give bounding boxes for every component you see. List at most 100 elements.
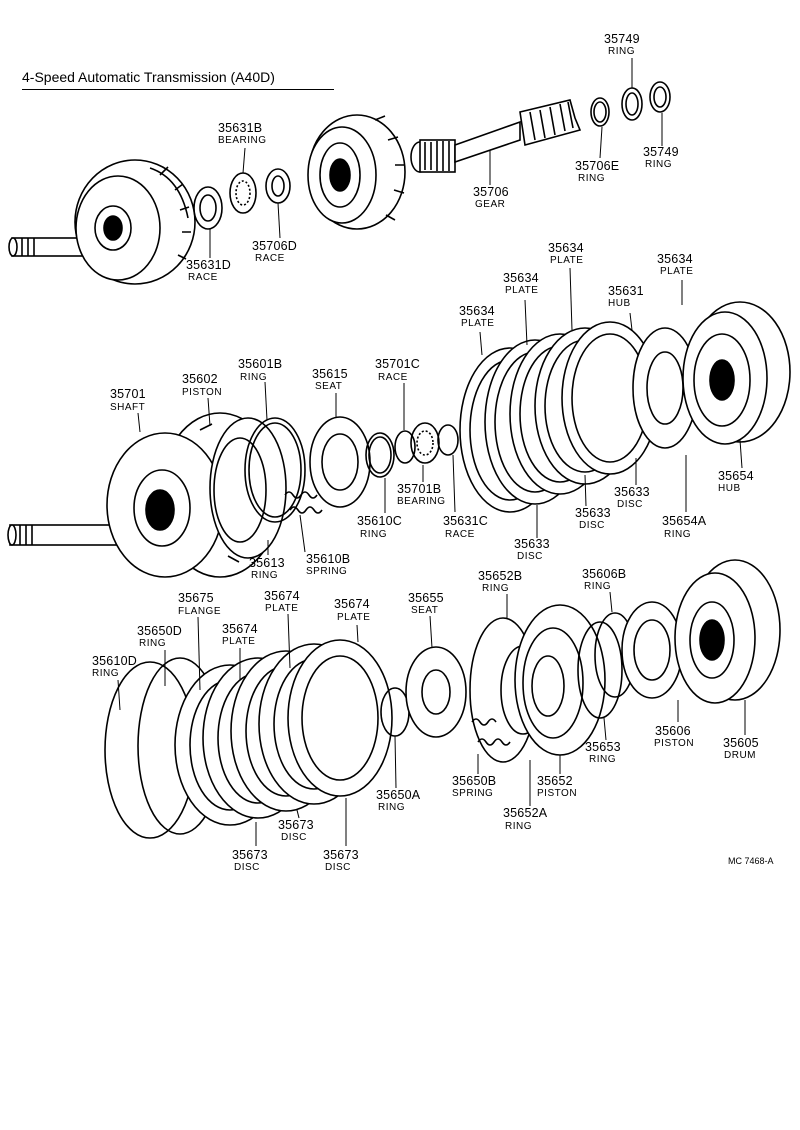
part-number: 35610B [306, 552, 351, 566]
part-number: 35634 [657, 252, 693, 266]
part-number: 35633 [514, 537, 550, 551]
illustration-code: MC 7468-A [728, 856, 774, 866]
part-name: PISTON [537, 788, 578, 799]
part-number: 35652A [503, 806, 548, 820]
part-number: 35634 [503, 271, 539, 285]
part-name: DISC [234, 862, 260, 873]
part-number: 35610C [357, 514, 402, 528]
part-number: 35613 [249, 556, 285, 570]
part-name: SPRING [452, 788, 494, 799]
part-name: RING [608, 46, 635, 57]
part-name: RING [482, 583, 509, 594]
part-number: 35674 [264, 589, 300, 603]
part-name: RING [645, 159, 672, 170]
part-number: 35655 [408, 591, 444, 605]
drum-35605-drawing [674, 559, 781, 704]
part-name: RING [664, 529, 691, 540]
part-name: RING [251, 570, 278, 581]
part-name: RING [505, 821, 532, 832]
part-name: PLATE [265, 603, 299, 614]
part-number: 35706D [252, 239, 297, 253]
clutch-pack-35634-35633-drawing [459, 321, 659, 513]
part-number: 35633 [614, 485, 650, 499]
part-number: 35673 [278, 818, 314, 832]
part-name: PISTON [654, 738, 695, 749]
part-number: 35674 [334, 597, 370, 611]
part-number: 35606 [655, 724, 691, 738]
part-number: 35650A [376, 788, 421, 802]
part-name: PISTON [182, 387, 223, 398]
part-number: 35674 [222, 622, 258, 636]
part-number: 35631C [443, 514, 488, 528]
diagram-title: 4-Speed Automatic Transmission (A40D) [22, 69, 275, 85]
part-number: 35610D [92, 654, 137, 668]
part-name: SEAT [315, 381, 343, 392]
title-underline [22, 89, 334, 90]
part-number: 35673 [232, 848, 268, 862]
spring-35610b-drawing [284, 491, 323, 514]
part-number: 35650D [137, 624, 182, 638]
part-number: 35631D [186, 258, 231, 272]
part-name: RACE [378, 372, 408, 383]
part-name: RING [378, 802, 405, 813]
part-number: 35652B [478, 569, 523, 583]
ring-35653-drawing [577, 621, 623, 719]
part-name: DISC [281, 832, 307, 843]
part-name: RACE [255, 253, 285, 264]
part-number: 35650B [452, 774, 497, 788]
race-35706d-drawing [265, 168, 291, 204]
part-number: 35654A [662, 514, 707, 528]
part-name: DISC [517, 551, 543, 562]
part-name: DISC [579, 520, 605, 531]
part-name: BEARING [218, 135, 267, 146]
part-name: SPRING [306, 566, 348, 577]
planetary-carrier-drawing [307, 114, 406, 230]
part-name: RING [360, 529, 387, 540]
piston-35606-drawing [621, 601, 683, 699]
ring-35601b-drawing [244, 417, 306, 523]
part-name: DISC [617, 499, 643, 510]
part-name: HUB [608, 298, 631, 309]
part-name: SHAFT [110, 402, 146, 413]
part-number: 35602 [182, 372, 218, 386]
part-number: 35706 [473, 185, 509, 199]
part-number: 35749 [643, 145, 679, 159]
part-name: PLATE [461, 318, 495, 329]
part-name: DRUM [724, 750, 756, 761]
part-number: 35631B [218, 121, 263, 135]
part-name: SEAT [411, 605, 439, 616]
piston-35602-drawing [209, 417, 287, 559]
part-name: PLATE [222, 636, 256, 647]
part-name: FLANGE [178, 606, 222, 617]
part-name: RING [589, 754, 616, 765]
part-number: 35701 [110, 387, 146, 401]
part-name: DISC [325, 862, 351, 873]
part-name: PLATE [550, 255, 584, 266]
part-number: 35633 [575, 506, 611, 520]
race-35631d-drawing [193, 186, 223, 230]
seat-35615-drawing [309, 416, 371, 508]
part-name: PLATE [337, 612, 371, 623]
ring-35749-right-drawing [649, 81, 671, 113]
part-number: 35653 [585, 740, 621, 754]
spring-35650b-drawing [471, 718, 511, 746]
part-name: PLATE [505, 285, 539, 296]
part-number: 35601B [238, 357, 283, 371]
part-number: 35605 [723, 736, 759, 750]
part-name: RING [584, 581, 611, 592]
part-number: 35749 [604, 32, 640, 46]
part-name: RACE [188, 272, 218, 283]
part-number: 35606B [582, 567, 627, 581]
bearing-35701b-drawing [410, 422, 440, 464]
part-name: BEARING [397, 496, 446, 507]
part-name: HUB [718, 483, 741, 494]
bearing-35631b-drawing [229, 172, 257, 214]
part-name: RING [139, 638, 166, 649]
output-shaft-assembly-drawing [8, 159, 196, 285]
part-number: 35652 [537, 774, 573, 788]
ring-35706e-drawing [590, 97, 610, 127]
clutch-pack-35674-35673-drawing [174, 639, 393, 826]
part-number: 35706E [575, 159, 620, 173]
